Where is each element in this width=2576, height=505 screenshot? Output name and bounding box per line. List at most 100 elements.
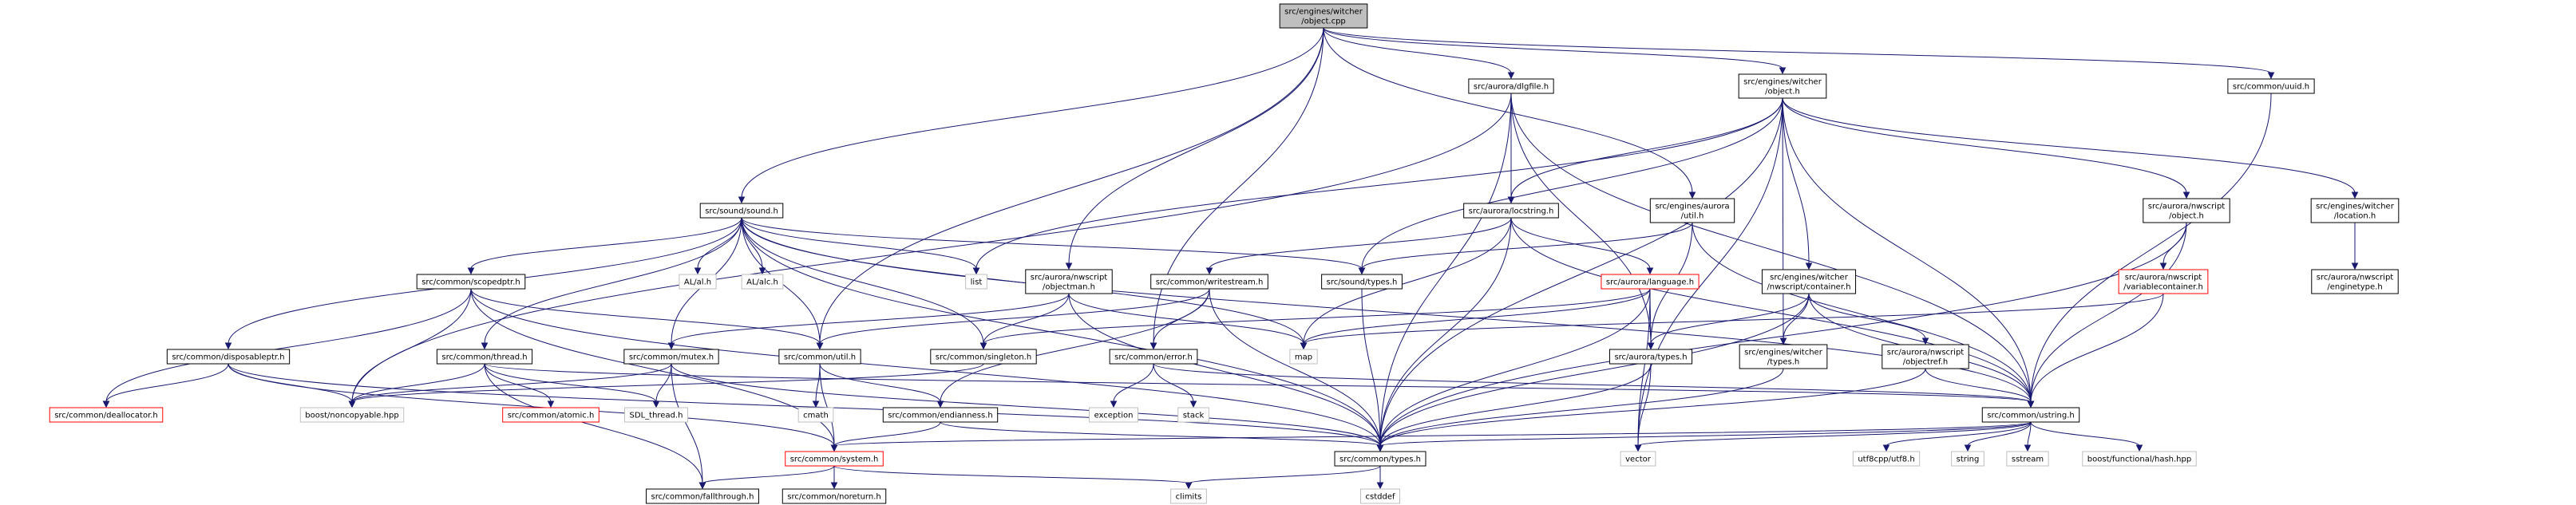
node-label-line: climits: [1176, 493, 1202, 502]
node-aurorautil[interactable]: src/engines/aurora/util.h: [1649, 198, 1735, 223]
node-box: [1321, 274, 1403, 290]
node-label-line: src/engines/witcher: [1743, 78, 1822, 87]
node-label-line: /objectman.h: [1043, 283, 1095, 292]
node-root[interactable]: src/engines/witcher/object.cpp: [1279, 3, 1368, 29]
edge-language-to-map: [1300, 288, 1651, 350]
node-writestream[interactable]: src/common/writestream.h: [1150, 274, 1268, 290]
node-box: [2227, 78, 2315, 94]
node-label-line: src/engines/witcher: [1744, 349, 1823, 357]
node-label-line: /object.h: [2169, 212, 2204, 221]
node-box: [1609, 349, 1693, 365]
node-objectman[interactable]: src/aurora/nwscript/objectman.h: [1025, 269, 1113, 294]
edge-disposableptr-to-deallocator: [102, 363, 229, 408]
node-label-line: exception: [1094, 412, 1134, 420]
node-objectref[interactable]: src/aurora/nwscript/objectref.h: [1882, 344, 1969, 369]
node-box: [1649, 198, 1735, 223]
node-ustring[interactable]: src/common/ustring.h: [1981, 407, 2080, 423]
node-label-line: boost/noncopyable.hpp: [305, 412, 398, 420]
node-label-line: src/common/types.h: [1339, 456, 1421, 464]
edge-locstring-to-writestream: [1205, 217, 1512, 275]
node-sound[interactable]: src/sound/sound.h: [699, 203, 784, 219]
node-wtypes[interactable]: src/engines/witcher/types.h: [1739, 344, 1828, 369]
node-atomic[interactable]: src/common/atomic.h: [502, 407, 599, 423]
node-alc: AL/alc.h: [741, 274, 784, 290]
node-noreturn[interactable]: src/common/noreturn.h: [782, 488, 887, 504]
edge-util-to-endianness: [819, 363, 944, 408]
node-mutex[interactable]: src/common/mutex.h: [623, 349, 719, 365]
node-error[interactable]: src/common/error.h: [1109, 349, 1198, 365]
node-location[interactable]: src/engines/witcher/location.h: [2310, 198, 2400, 223]
node-dlgfile[interactable]: src/aurora/dlgfile.h: [1468, 78, 1554, 94]
node-util[interactable]: src/common/util.h: [778, 349, 861, 365]
node-nwobject[interactable]: src/aurora/nwscript/object.h: [2143, 198, 2230, 223]
node-label-line: /variablecontainer.h: [2123, 283, 2203, 292]
node-wcontainer[interactable]: src/engines/witcher/nwscript/container.h: [1761, 269, 1857, 294]
node-al: AL/al.h: [679, 274, 717, 290]
node-label-line: src/sound/sound.h: [705, 207, 778, 216]
node-ctypes[interactable]: src/common/types.h: [1334, 451, 1426, 467]
edge-nwobject-to-ustring: [2027, 222, 2187, 408]
edge-error-to-exception: [1110, 363, 1154, 408]
node-label-line: SDL_thread.h: [630, 412, 683, 420]
node-fallthrough[interactable]: src/common/fallthrough.h: [646, 488, 759, 504]
edge-thread-to-ustring: [484, 363, 2035, 408]
node-sdlthread: SDL_thread.h: [624, 407, 688, 423]
node-box: [1981, 407, 2080, 423]
node-box: [1739, 344, 1828, 369]
node-label-line: src/common/util.h: [784, 353, 856, 362]
node-box: [1177, 407, 1209, 423]
edge-wobject-to-wtypes: [1779, 97, 1787, 345]
node-auroratypes[interactable]: src/aurora/types.h: [1609, 349, 1693, 365]
node-varcontainer[interactable]: src/aurora/nwscript/variablecontainer.h: [2118, 269, 2209, 294]
node-scopedptr[interactable]: src/common/scopedptr.h: [416, 274, 526, 290]
edge-aurorautil-to-ustring: [1692, 222, 2035, 408]
node-endianness[interactable]: src/common/endianness.h: [882, 407, 999, 423]
edge-varcontainer-to-map: [1300, 293, 2164, 350]
node-locstring[interactable]: src/aurora/locstring.h: [1463, 203, 1559, 219]
node-label-line: src/common/disposableptr.h: [172, 353, 284, 362]
node-label-line: src/common/atomic.h: [508, 412, 595, 420]
node-label-line: src/common/deallocator.h: [54, 412, 158, 420]
node-singleton[interactable]: src/common/singleton.h: [930, 349, 1037, 365]
edge-sound-to-thread: [481, 217, 742, 350]
edge-varcontainer-to-ustring: [2027, 293, 2164, 408]
edge-location-to-enginetype: [2351, 222, 2359, 270]
node-label-line: src/sound/types.h: [1327, 278, 1398, 287]
node-soundtypes[interactable]: src/sound/types.h: [1321, 274, 1403, 290]
node-label-line: src/common/error.h: [1114, 353, 1193, 362]
node-box: [646, 488, 759, 504]
edge-sound-to-list: [741, 217, 980, 275]
node-box: [930, 349, 1037, 365]
node-wobject[interactable]: src/engines/witcher/object.h: [1738, 73, 1827, 99]
edge-wcontainer-to-objectref: [1808, 293, 1929, 345]
edge-ustring-to-vector: [1634, 421, 2032, 452]
node-label-line: cstddef: [1366, 493, 1395, 502]
edge-singleton-to-noncopyable: [348, 363, 984, 408]
node-deallocator[interactable]: src/common/deallocator.h: [49, 407, 164, 423]
node-label-line: /util.h: [1681, 212, 1704, 221]
node-disposableptr[interactable]: src/common/disposableptr.h: [166, 349, 291, 365]
edge-aurorautil-to-soundtypes: [1358, 222, 1693, 275]
node-box: [782, 488, 887, 504]
node-thread[interactable]: src/common/thread.h: [436, 349, 533, 365]
node-box: [882, 407, 999, 423]
edge-root-to-aurorautil: [1323, 27, 1696, 199]
node-box: [1089, 407, 1138, 423]
node-uuid[interactable]: src/common/uuid.h: [2227, 78, 2315, 94]
node-system[interactable]: src/common/system.h: [785, 451, 884, 467]
node-label-line: /object.cpp: [1301, 18, 1346, 26]
node-box: [502, 407, 599, 423]
edge-wobject-to-soundtypes: [1358, 97, 1783, 275]
node-label-line: src/engines/witcher: [1770, 274, 1849, 282]
node-enginetype[interactable]: src/aurora/nwscript/enginetype.h: [2311, 269, 2399, 294]
node-label-line: src/aurora/nwscript: [2317, 274, 2394, 282]
node-box: [624, 407, 688, 423]
node-label-line: src/aurora/dlgfile.h: [1474, 83, 1549, 92]
edge-scopedptr-to-deallocator: [102, 288, 472, 408]
node-label-line: src/aurora/language.h: [1606, 278, 1694, 287]
node-language[interactable]: src/aurora/language.h: [1601, 274, 1700, 290]
node-box: [2118, 269, 2209, 294]
edge-language-to-singleton: [979, 288, 1651, 350]
edge-objectman-to-mutex: [667, 293, 1070, 350]
edge-wobject-to-locstring: [1507, 97, 1783, 204]
